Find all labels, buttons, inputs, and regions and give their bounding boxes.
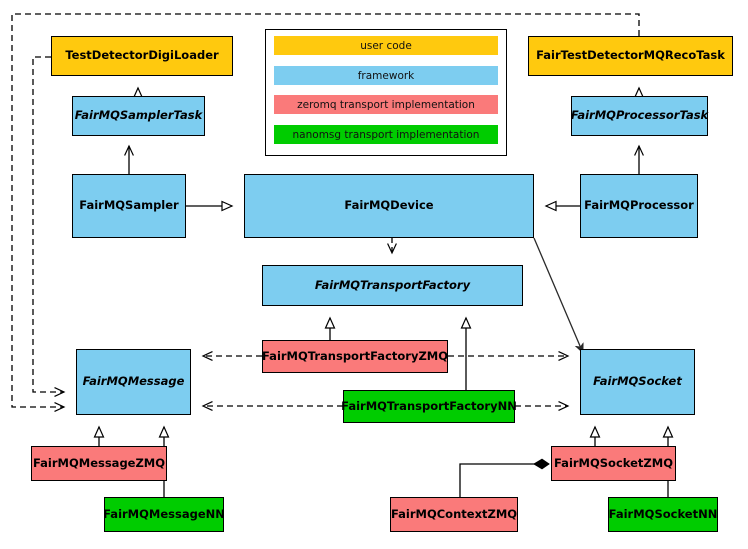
class-node-fairmqsampler[interactable]: FairMQSampler bbox=[72, 174, 186, 238]
class-node-fairmqtransportfactoryzmq[interactable]: FairMQTransportFactoryZMQ bbox=[262, 340, 448, 373]
legend-item-zeromq: zeromq transport implementation bbox=[274, 95, 498, 114]
legend-item-nanomsg: nanomsg transport implementation bbox=[274, 125, 498, 144]
class-node-fairmqsocket[interactable]: FairMQSocket bbox=[580, 349, 695, 415]
class-node-fairmqprocessor[interactable]: FairMQProcessor bbox=[580, 174, 698, 238]
class-node-fairmqmessagenn[interactable]: FairMQMessageNN bbox=[103, 497, 225, 532]
edge-recotask-to-message bbox=[11, 13, 640, 412]
class-node-fairmqprocessortask[interactable]: FairMQProcessorTask bbox=[571, 96, 708, 136]
class-node-fairmqdevice[interactable]: FairMQDevice bbox=[244, 174, 534, 238]
class-node-fairmqtransportfactory[interactable]: FairMQTransportFactory bbox=[262, 265, 523, 306]
class-node-fairmqtransportfactorynn[interactable]: FairMQTransportFactoryNN bbox=[341, 390, 517, 423]
edge-device-to-socket bbox=[533, 237, 584, 353]
class-node-fairmqsocketnn[interactable]: FairMQSocketNN bbox=[608, 497, 718, 532]
edge-contextzmq-to-socketzmq bbox=[459, 458, 550, 497]
class-node-fairmqcontextzmq[interactable]: FairMQContextZMQ bbox=[390, 497, 518, 532]
legend-item-framework: framework bbox=[274, 66, 498, 85]
legend-item-user-code: user code bbox=[274, 36, 498, 55]
edge-digiloader-to-message bbox=[32, 56, 66, 397]
class-node-fairmqsamplertask[interactable]: FairMQSamplerTask bbox=[72, 96, 205, 136]
class-node-testdetectordigiloader[interactable]: TestDetectorDigiLoader bbox=[51, 36, 233, 76]
class-node-fairmqmessage[interactable]: FairMQMessage bbox=[76, 349, 191, 415]
class-node-fairtestdetectormqrecotask[interactable]: FairTestDetectorMQRecoTask bbox=[528, 36, 733, 76]
class-node-fairmqsocketzmq[interactable]: FairMQSocketZMQ bbox=[551, 446, 676, 481]
class-node-fairmqmessagezmq[interactable]: FairMQMessageZMQ bbox=[31, 446, 167, 481]
